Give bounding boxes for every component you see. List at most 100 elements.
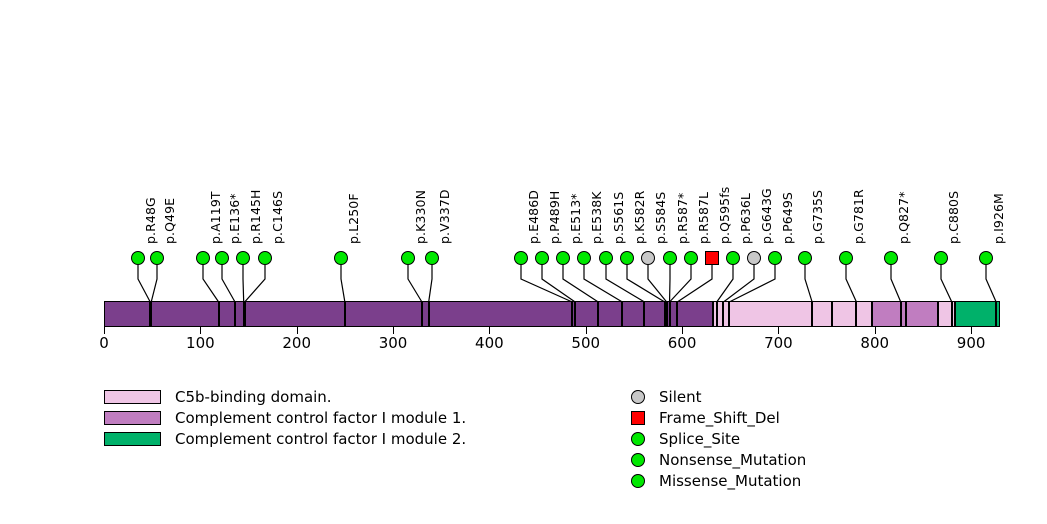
mutation-stem bbox=[150, 265, 158, 303]
mutation-stem bbox=[729, 265, 776, 303]
mutation-stem bbox=[845, 265, 857, 303]
mutation-dot[interactable] bbox=[768, 251, 782, 265]
mutation-stem bbox=[605, 265, 645, 303]
mutation-dot[interactable] bbox=[884, 251, 898, 265]
mutation-site-tick bbox=[899, 301, 902, 327]
mutation-site-tick bbox=[427, 301, 430, 327]
mutation-dot[interactable] bbox=[215, 251, 229, 265]
mutation-dot[interactable] bbox=[798, 251, 812, 265]
axis-tick-label: 600 bbox=[667, 334, 697, 352]
domain-legend-swatch bbox=[104, 410, 161, 425]
mutation-dot[interactable] bbox=[556, 251, 570, 265]
domain-legend-swatch bbox=[104, 389, 161, 404]
mutation-dot[interactable] bbox=[620, 251, 634, 265]
mutation-site-tick bbox=[343, 301, 346, 327]
mutation-dot[interactable] bbox=[684, 251, 698, 265]
mutation-stem bbox=[626, 265, 666, 303]
mutation-dot[interactable] bbox=[577, 251, 591, 265]
mutation-dot[interactable] bbox=[705, 251, 719, 265]
mutation-site-tick bbox=[150, 301, 153, 327]
mutation-label: p.C146S bbox=[270, 190, 285, 244]
mutation-site-tick bbox=[663, 301, 666, 327]
domain-segment bbox=[712, 301, 833, 327]
mutation-label: p.S561S bbox=[611, 191, 626, 244]
domain-segment bbox=[905, 301, 939, 327]
mutation-label: p.V337D bbox=[437, 189, 452, 244]
mutation-stem bbox=[723, 265, 755, 303]
mutation-stem bbox=[890, 265, 902, 303]
mutation-site-tick bbox=[855, 301, 858, 327]
mutation-label: p.R48G bbox=[143, 197, 158, 244]
axis-tick-label: 900 bbox=[956, 334, 986, 352]
axis-tick bbox=[393, 327, 395, 334]
axis-tick bbox=[682, 327, 684, 334]
mutation-type-legend-item: Frame_Shift_Del bbox=[625, 407, 806, 428]
mutation-site-tick bbox=[420, 301, 423, 327]
mutation-stem bbox=[244, 265, 266, 303]
mutation-site-tick bbox=[668, 301, 671, 327]
mutation-type-legend-marker bbox=[631, 473, 645, 488]
axis-tick bbox=[874, 327, 876, 334]
mutation-dot[interactable] bbox=[258, 251, 272, 265]
mutation-label: p.A119T bbox=[208, 191, 223, 244]
axis-tick bbox=[585, 327, 587, 334]
mutation-dot[interactable] bbox=[425, 251, 439, 265]
mutation-type-legend-marker bbox=[631, 431, 645, 446]
mutation-type-legend-label: Nonsense_Mutation bbox=[659, 450, 807, 469]
mutation-site-tick bbox=[811, 301, 814, 327]
mutation-label: p.P636L bbox=[738, 193, 753, 244]
axis-tick-label: 700 bbox=[764, 334, 793, 352]
mutation-dot[interactable] bbox=[196, 251, 210, 265]
mutation-site-tick bbox=[665, 301, 668, 327]
mutation-label: p.R587L bbox=[696, 191, 711, 244]
domain-legend-label: Complement control factor I module 2. bbox=[175, 429, 467, 448]
mutation-dot[interactable] bbox=[663, 251, 677, 265]
mutation-dot[interactable] bbox=[535, 251, 549, 265]
mutation-dot[interactable] bbox=[131, 251, 145, 265]
mutation-dot[interactable] bbox=[514, 251, 528, 265]
mutation-stem bbox=[340, 265, 346, 303]
domain-legend-item: C5b-binding domain. bbox=[104, 386, 466, 407]
mutation-dot[interactable] bbox=[401, 251, 415, 265]
protein-domain-bar bbox=[104, 301, 1000, 327]
mutation-label: p.Q595fs bbox=[717, 186, 732, 244]
mutation-site-tick bbox=[995, 301, 998, 327]
mutation-dot[interactable] bbox=[236, 251, 250, 265]
mutation-dot[interactable] bbox=[599, 251, 613, 265]
mutation-stem bbox=[541, 265, 576, 303]
axis-tick-label: 300 bbox=[378, 334, 408, 352]
domain-legend-label: Complement control factor I module 1. bbox=[175, 408, 467, 427]
mutation-dot[interactable] bbox=[641, 251, 655, 265]
mutation-stem bbox=[428, 265, 433, 303]
mutation-type-legend-item: Nonsense_Mutation bbox=[625, 449, 806, 470]
mutation-stem bbox=[407, 265, 423, 303]
mutation-stem bbox=[137, 265, 151, 303]
mutation-label: p.E486D bbox=[526, 190, 541, 244]
mutation-type-legend-item: Missense_Mutation bbox=[625, 470, 806, 491]
mutation-dot[interactable] bbox=[334, 251, 348, 265]
domain-legend-swatch bbox=[104, 431, 161, 446]
mutation-stem bbox=[716, 265, 734, 303]
axis-tick bbox=[778, 327, 780, 334]
mutation-dot[interactable] bbox=[150, 251, 164, 265]
mutation-site-tick bbox=[728, 301, 731, 327]
mutation-label: p.Q827* bbox=[896, 191, 911, 244]
mutation-label: p.S584S bbox=[653, 191, 668, 244]
mutation-stem bbox=[676, 265, 713, 303]
mutation-dot[interactable] bbox=[726, 251, 740, 265]
mutation-type-legend-label: Missense_Mutation bbox=[659, 471, 802, 490]
mutation-site-tick bbox=[234, 301, 237, 327]
mutation-label: p.E538K bbox=[589, 191, 604, 244]
mutation-site-tick bbox=[950, 301, 953, 327]
mutation-dot[interactable] bbox=[747, 251, 761, 265]
mutation-type-legend-marker bbox=[631, 452, 645, 467]
mutation-dot[interactable] bbox=[839, 251, 853, 265]
mutation-dot[interactable] bbox=[934, 251, 948, 265]
mutation-label: p.R145H bbox=[248, 189, 263, 244]
mutation-stem bbox=[985, 265, 997, 303]
mutation-site-tick bbox=[243, 301, 246, 327]
axis-tick-label: 200 bbox=[282, 334, 312, 352]
mutation-dot[interactable] bbox=[979, 251, 993, 265]
